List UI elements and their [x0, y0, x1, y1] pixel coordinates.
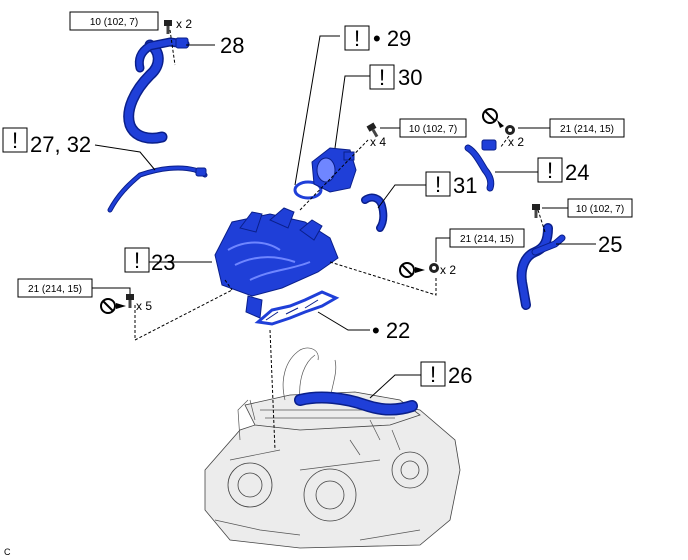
notice-icon: ! — [344, 25, 370, 51]
svg-text:!: ! — [430, 362, 436, 387]
svg-text:!: ! — [134, 248, 140, 273]
multipliers: x 2 x 4 x 2 x 2 x 5 — [136, 17, 524, 313]
part-31-hose — [361, 193, 388, 232]
torque-spec-box: 10 (102, 7) — [69, 11, 159, 31]
part-28-hose — [123, 37, 190, 144]
callout-22: • 22 — [372, 318, 410, 343]
svg-text:x 2: x 2 — [176, 17, 192, 31]
no-reuse-icon — [100, 298, 126, 314]
callout-29: • 29 — [373, 26, 411, 51]
part-22-gasket — [254, 290, 340, 326]
svg-text:21 (214, 15): 21 (214, 15) — [28, 284, 82, 295]
svg-text:!: ! — [379, 65, 385, 90]
part-25-hose — [516, 223, 566, 310]
bolt-icon — [366, 122, 379, 138]
part-30-throttle-body — [311, 147, 357, 193]
nut-icon — [505, 125, 515, 135]
alignment-lines — [134, 29, 546, 451]
callout-30: 30 — [398, 65, 422, 90]
bolts — [126, 20, 540, 308]
notice-icon: ! — [537, 157, 563, 183]
svg-text:21 (214, 15): 21 (214, 15) — [460, 234, 514, 245]
svg-text:21 (214, 15): 21 (214, 15) — [560, 124, 614, 135]
callout-31: 31 — [453, 173, 477, 198]
torque-spec-box: 21 (214, 15) — [549, 118, 625, 138]
notice-icon: ! — [2, 127, 28, 153]
part-23-intake-manifold — [214, 207, 339, 319]
no-reuse-icon — [399, 262, 425, 278]
torque-spec-box: 21 (214, 15) — [17, 278, 93, 298]
leader-lines — [90, 35, 596, 399]
svg-text:x 2: x 2 — [508, 135, 524, 149]
corner-label: C — [4, 547, 11, 557]
torque-specs: 10 (102, 7) 10 (102, 7) 21 (214, 15) 10 … — [17, 11, 633, 298]
torque-spec-box: 10 (102, 7) — [399, 118, 467, 138]
svg-text:10 (102, 7): 10 (102, 7) — [90, 17, 138, 28]
callout-23: 23 — [151, 250, 175, 275]
svg-text:10 (102, 7): 10 (102, 7) — [409, 124, 457, 135]
no-reuse-icons — [100, 108, 504, 314]
engine-block — [204, 347, 461, 549]
svg-text:x 4: x 4 — [370, 135, 386, 149]
notice-icon: ! — [420, 361, 446, 387]
svg-text:!: ! — [435, 172, 441, 197]
bolt-icon — [126, 294, 134, 308]
bolt-icon — [532, 204, 540, 218]
callout-24: 24 — [565, 160, 589, 185]
part-26-pipe — [294, 391, 418, 416]
part-24-pipe — [464, 139, 497, 192]
svg-text:!: ! — [547, 158, 553, 183]
bolt-icon — [164, 20, 172, 34]
notice-icon: ! — [124, 247, 150, 273]
torque-spec-box: 21 (214, 15) — [449, 228, 525, 248]
svg-text:!: ! — [354, 26, 360, 51]
callout-27-32: 27, 32 — [30, 132, 91, 157]
no-reuse-icon — [482, 108, 504, 128]
svg-text:10 (102, 7): 10 (102, 7) — [576, 204, 624, 215]
callout-25: 25 — [598, 232, 622, 257]
svg-text:!: ! — [12, 128, 18, 153]
part-29-o-ring — [293, 180, 323, 200]
callout-numbers: 28 • 29 30 27, 32 31 24 25 23 • 22 26 — [30, 26, 622, 388]
part-27-32-pipe — [107, 165, 208, 213]
torque-spec-box: 10 (102, 7) — [567, 198, 633, 218]
notice-icon: ! — [425, 171, 451, 197]
nut-icon — [429, 263, 439, 273]
notice-icon: ! — [369, 64, 395, 90]
notice-icons: ! ! ! ! ! ! ! — [2, 25, 563, 387]
svg-text:x 5: x 5 — [136, 299, 152, 313]
svg-text:x 2: x 2 — [440, 263, 456, 277]
callout-28: 28 — [220, 33, 244, 58]
callout-26: 26 — [448, 363, 472, 388]
